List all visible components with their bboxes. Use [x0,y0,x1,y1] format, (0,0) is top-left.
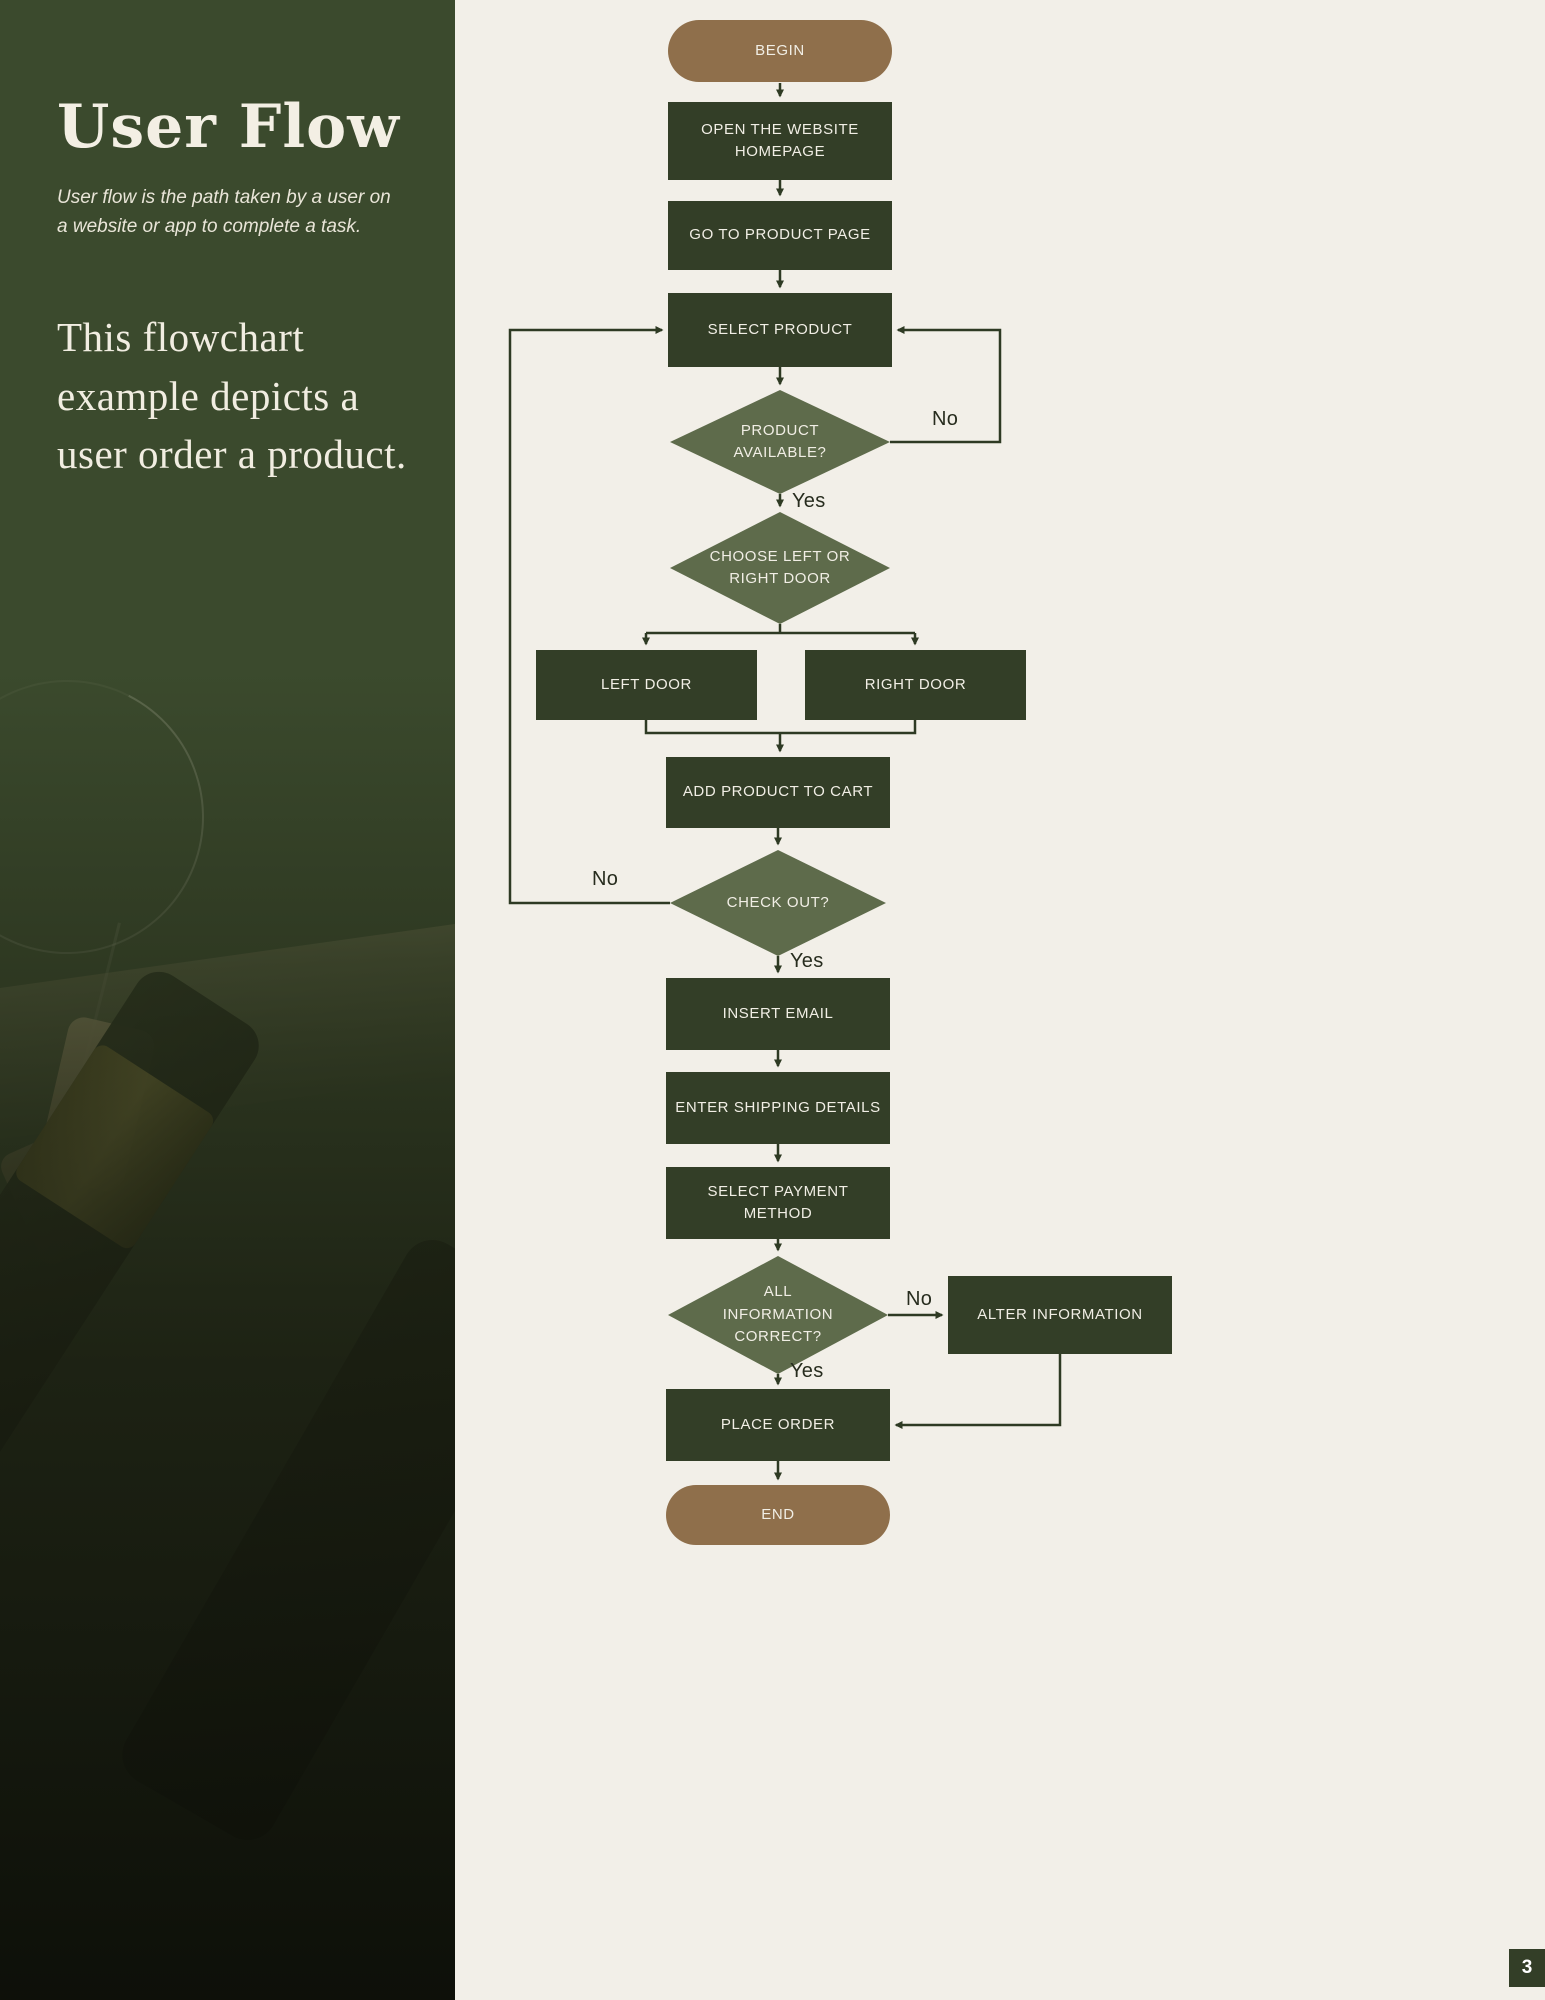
edge-label-checkout-no: No [592,868,619,890]
photo-shade [0,670,455,2000]
flow-node-info-correct: ALL INFORMATION CORRECT? [668,1256,888,1374]
node-label: OPEN THE WEBSITE HOMEPAGE [701,120,859,161]
edge-alter-placeorder [894,1354,1062,1429]
flow-node-end: END [666,1485,890,1545]
flow-node-payment-method: SELECT PAYMENT METHOD [666,1167,890,1239]
flow-node-shipping-details: ENTER SHIPPING DETAILS [666,1072,890,1144]
edge-choose-split [646,624,915,635]
node-label: CHOOSE LEFT OR RIGHT DOOR [709,547,851,588]
flow-node-begin: BEGIN [668,20,892,82]
flow-node-check-out: CHECK OUT? [670,850,886,956]
node-label: BEGIN [755,41,805,59]
page-number-badge: 3 [1509,1949,1545,1987]
flow-node-select-product: SELECT PRODUCT [668,293,892,367]
flow-node-alter-information: ALTER INFORMATION [948,1276,1172,1354]
sidebar-photo [0,644,455,2000]
node-label: GO TO PRODUCT PAGE [689,226,871,244]
node-label: ENTER SHIPPING DETAILS [675,1098,881,1116]
flow-node-right-door: RIGHT DOOR [805,650,1026,720]
edge-checkout-no-loop [508,326,670,905]
node-label: PRODUCT AVAILABLE? [733,421,827,462]
flow-node-add-to-cart: ADD PRODUCT TO CART [666,757,890,828]
node-label: ALL INFORMATION CORRECT? [722,1283,834,1346]
flow-node-product-available: PRODUCT AVAILABLE? [670,390,890,494]
node-label: RIGHT DOOR [864,675,967,693]
flow-node-left-door: LEFT DOOR [536,650,757,720]
flow-node-open-homepage: OPEN THE WEBSITE HOMEPAGE [668,102,892,180]
edge-label-infocorrect-no: No [906,1288,933,1310]
node-label: INSERT EMAIL [722,1004,834,1022]
node-label: LEFT DOOR [601,675,692,693]
edge-label-infocorrect-yes: Yes [790,1360,824,1382]
node-label: PLACE ORDER [720,1415,836,1433]
page-subtitle: User flow is the path taken by a user on… [57,187,391,238]
node-label: ALTER INFORMATION [977,1305,1143,1323]
page-description: This flowchart example depicts a user or… [57,314,407,478]
flow-node-choose-door: CHOOSE LEFT OR RIGHT DOOR [670,512,890,624]
edge-label-checkout-yes: Yes [790,950,824,972]
flow-node-place-order: PLACE ORDER [666,1389,890,1461]
flow-node-insert-email: INSERT EMAIL [666,978,890,1050]
sidebar: User Flow User flow is the path taken by… [0,0,455,2000]
flow-node-go-product-page: GO TO PRODUCT PAGE [668,201,892,270]
node-label: SELECT PAYMENT METHOD [707,1182,849,1223]
node-label: SELECT PRODUCT [707,320,853,338]
node-label: ADD PRODUCT TO CART [682,783,874,801]
edge-doors-merge [644,720,917,735]
edge-label-available-yes: Yes [792,490,826,512]
edge-label-available-no: No [932,408,959,430]
node-label: CHECK OUT? [726,893,830,911]
page-title: User Flow [57,92,400,162]
node-label: END [761,1505,795,1523]
